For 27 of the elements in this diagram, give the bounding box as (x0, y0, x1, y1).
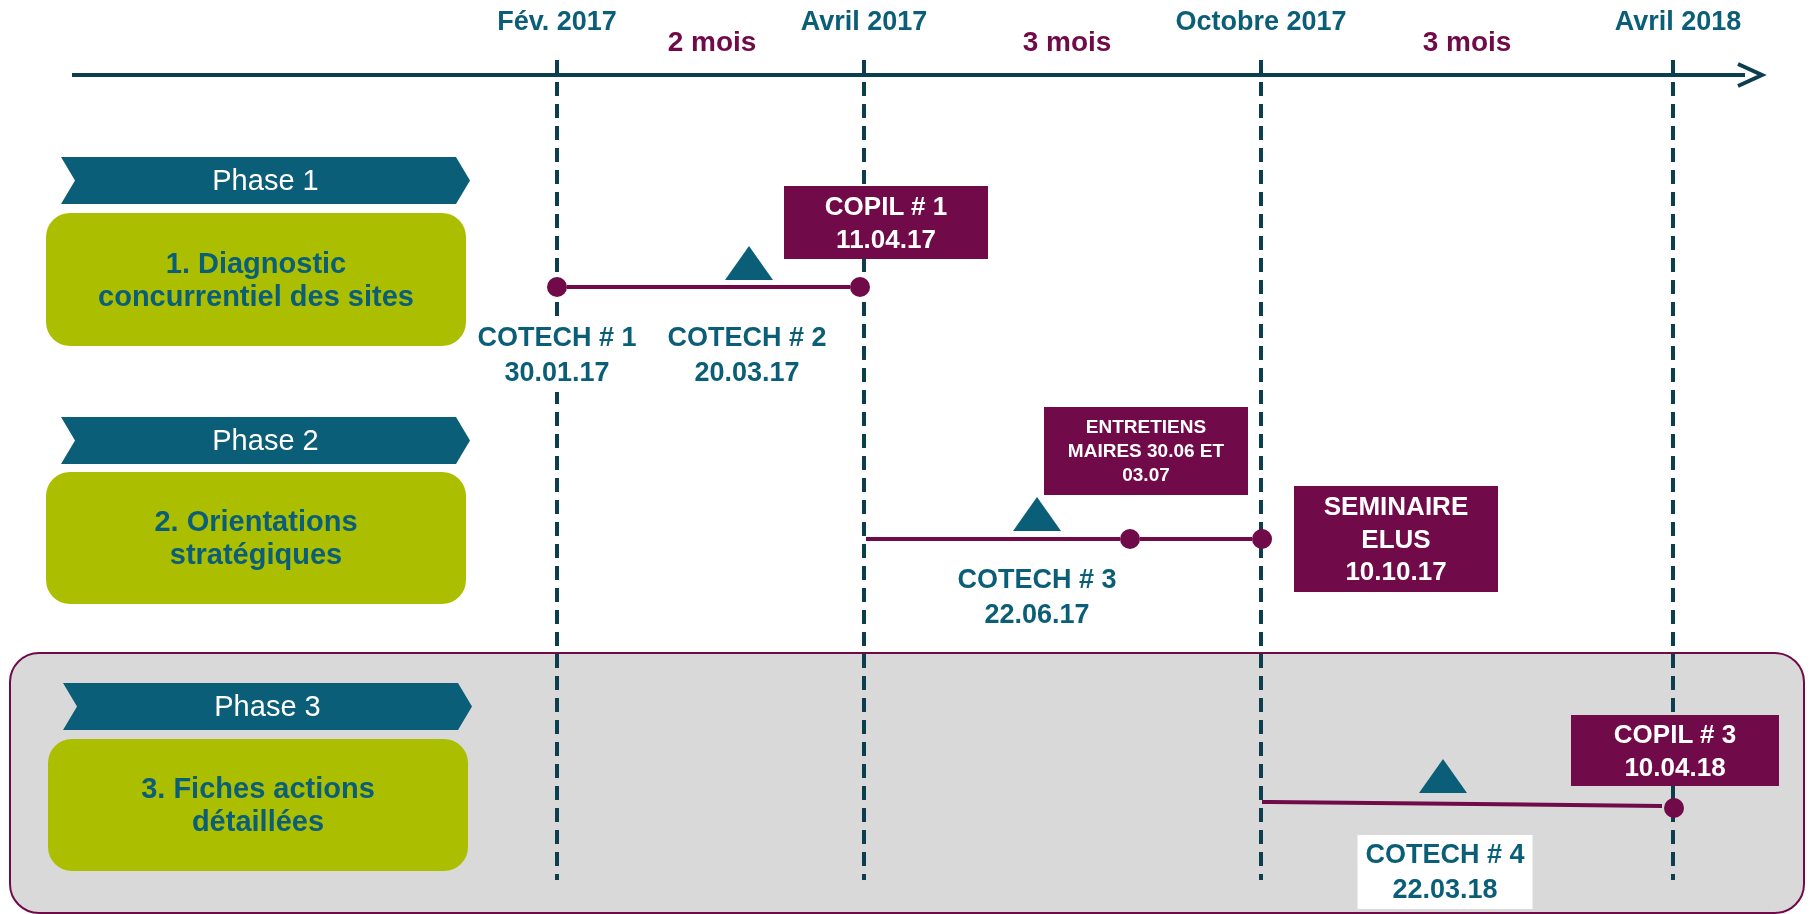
date-label: Avril 2017 (800, 6, 928, 37)
timeline-bar (1262, 800, 1662, 808)
phase-banner: Phase 2 (61, 417, 470, 464)
milestone-dot (1120, 529, 1140, 549)
milestone-box: ENTRETIENS MAIRES 30.06 ET 03.07 (1044, 407, 1248, 495)
duration-label: 3 mois (1422, 26, 1512, 58)
meeting-label: COTECH # 4 22.03.18 (1357, 835, 1533, 910)
timeline-bar (1140, 537, 1252, 541)
phase-box: 2. Orientations stratégiques (46, 472, 466, 604)
timeline-bar (567, 285, 850, 289)
duration-label: 3 mois (1022, 26, 1112, 58)
date-label: Octobre 2017 (1175, 6, 1347, 37)
milestone-box: COPIL # 1 11.04.17 (784, 186, 988, 259)
date-label: Fév. 2017 (497, 6, 617, 37)
duration-label: 2 mois (667, 26, 757, 58)
phase-banner: Phase 3 (63, 683, 472, 730)
phase-band (9, 652, 1805, 914)
phase-banner: Phase 1 (61, 157, 470, 204)
date-label: Avril 2018 (1614, 6, 1742, 37)
phase-box: 3. Fiches actions détaillées (48, 739, 468, 871)
milestone-dot (547, 277, 567, 297)
milestone-box: SEMINAIRE ELUS 10.10.17 (1294, 486, 1498, 592)
milestone-dot (1252, 529, 1272, 549)
timeline-bar (866, 537, 1120, 541)
milestone-dot (850, 277, 870, 297)
milestone-box: COPIL # 3 10.04.18 (1571, 715, 1779, 786)
milestone-dot (1664, 798, 1684, 818)
